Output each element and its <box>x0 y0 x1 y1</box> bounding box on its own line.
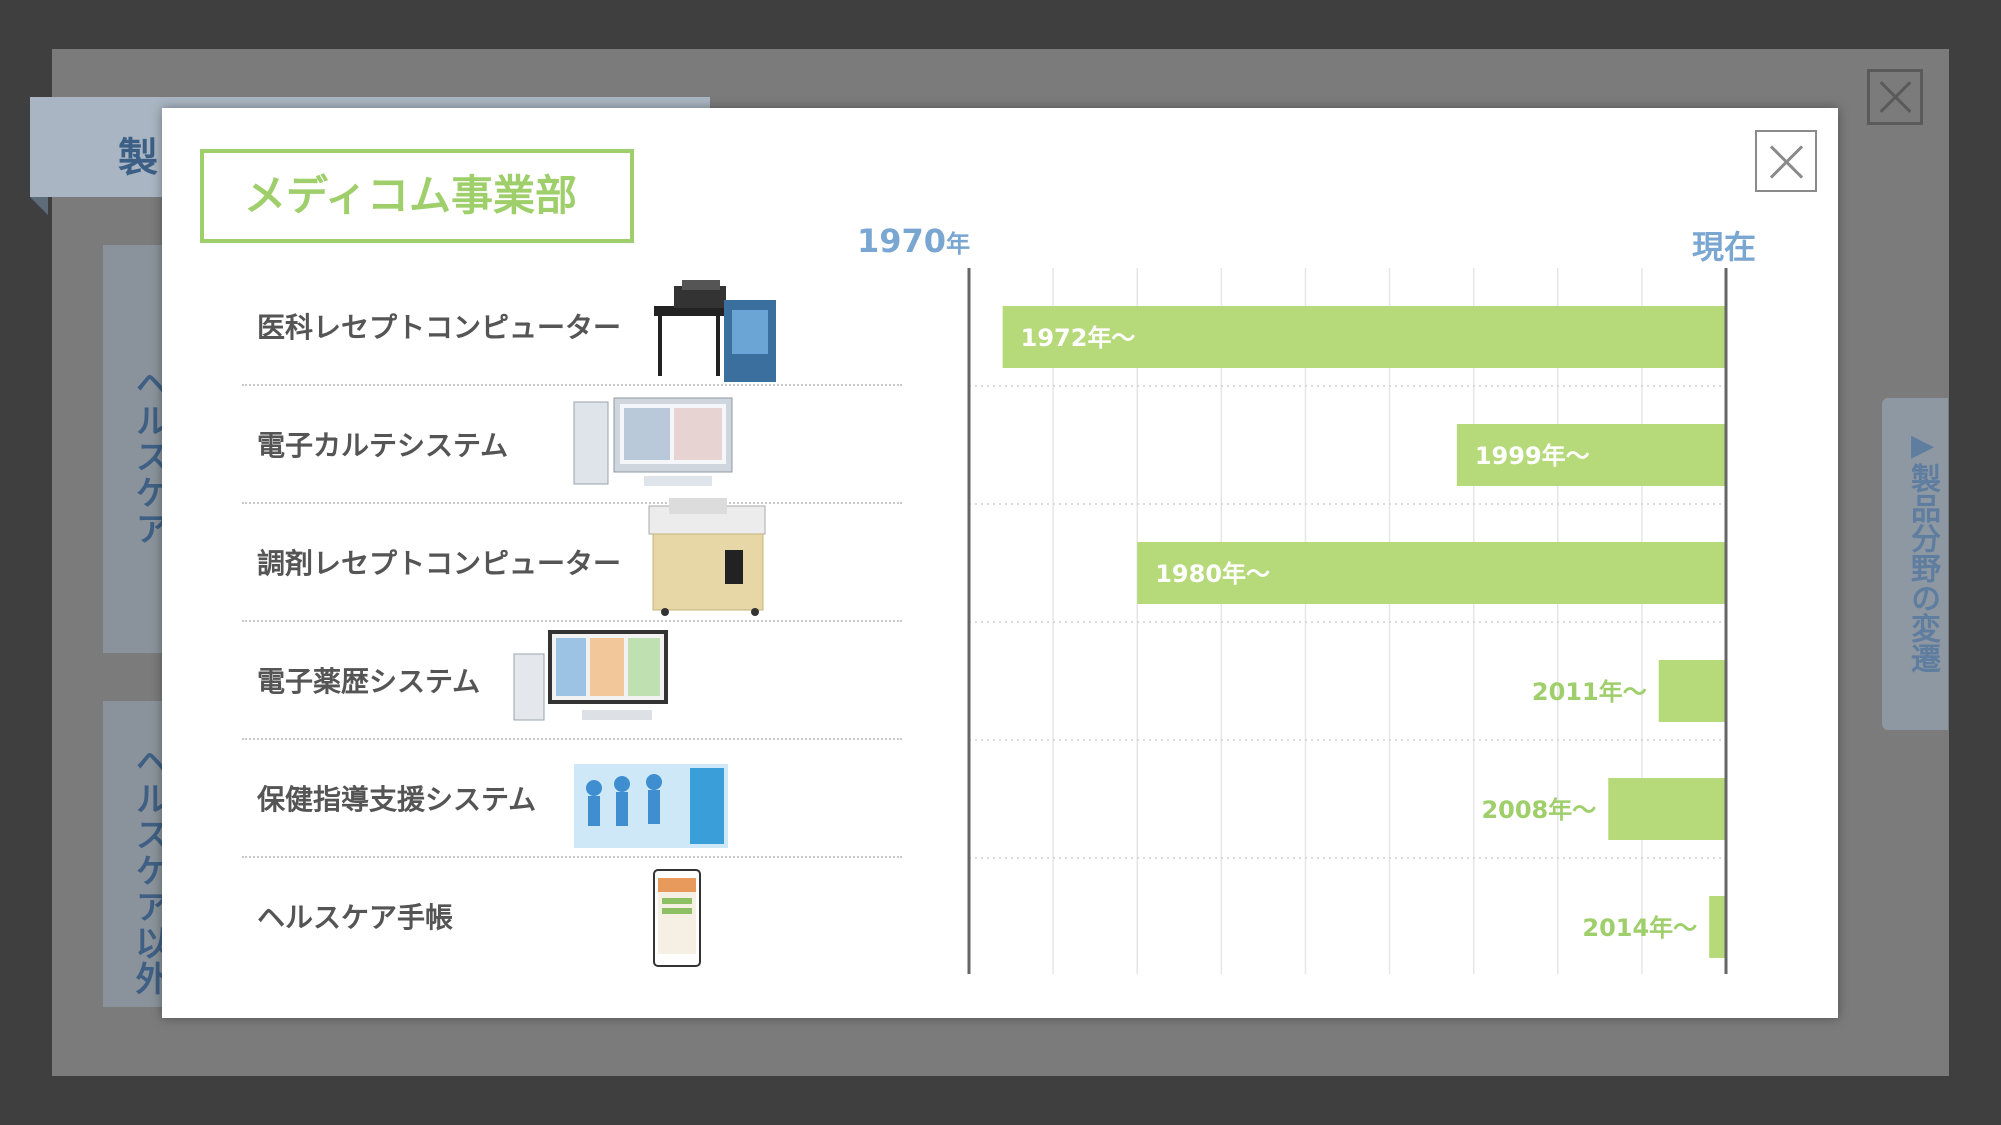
timeline-bar <box>1608 778 1726 840</box>
axis-end-label: 現在 <box>1692 228 1757 266</box>
bar-label: 2008年～ <box>1481 796 1596 824</box>
electronic-chart-pc-image <box>573 397 733 486</box>
timeline-bar <box>1137 542 1726 604</box>
table-row: 調剤レセプトコンピューター <box>242 498 902 622</box>
bar-label: 1972年～ <box>1021 324 1136 352</box>
axis-start-label: 1970年 <box>857 222 970 260</box>
timeline-bar <box>1002 306 1726 368</box>
year-suffix: 年 <box>946 230 971 258</box>
timeline-chart: 1972年～ 1999年～ 1980年～ 2011年～ 2008年～ 2014年～ <box>909 268 1737 974</box>
side-tab-label: ▶製品分野の変遷 <box>1905 428 1940 673</box>
health-guidance-image <box>574 764 728 848</box>
medication-history-pc-image <box>513 630 668 721</box>
timeline-chart-svg: 1972年～ 1999年～ 1980年～ 2011年～ 2008年～ 2014年～ <box>967 268 1728 974</box>
product-label: ヘルスケア手帳 <box>257 901 454 934</box>
timeline-bar <box>1709 896 1726 958</box>
product-label: 医科レセプトコンピューター <box>257 311 622 344</box>
tab-fold-decoration <box>30 197 48 215</box>
close-icon[interactable] <box>1755 130 1817 192</box>
product-label: 調剤レセプトコンピューター <box>257 547 622 580</box>
pharmacy-receipt-computer-image <box>648 498 766 616</box>
side-tab-product-history[interactable]: ▶製品分野の変遷 <box>1882 398 1948 730</box>
bar-label: 1980年～ <box>1155 560 1270 588</box>
timeline-bar <box>1658 660 1726 722</box>
product-label: 保健指導支援システム <box>257 783 537 816</box>
timeline-modal: メディコム事業部 1970年 現在 医科レセプトコンピューター 電子カルテシステ… <box>162 108 1838 1018</box>
table-row: 保健指導支援システム <box>242 740 902 858</box>
background-tab-label: 製 <box>118 135 158 181</box>
background-close-icon[interactable] <box>1867 69 1923 125</box>
table-row: 医科レセプトコンピューター <box>242 268 902 386</box>
modal-title: メディコム事業部 <box>200 149 634 243</box>
smartphone-icon <box>653 869 701 967</box>
bar-label: 2014年～ <box>1582 914 1697 942</box>
product-label: 電子薬歴システム <box>257 665 481 698</box>
bar-label: 2011年～ <box>1532 678 1647 706</box>
table-row: 電子カルテシステム <box>242 386 902 504</box>
table-row: ヘルスケア手帳 <box>242 858 902 976</box>
product-label: 電子カルテシステム <box>257 429 509 462</box>
receipt-computer-image <box>654 280 776 382</box>
bar-label: 1999年～ <box>1475 442 1590 470</box>
axis-start-year: 1970 <box>857 222 947 260</box>
timeline-bar <box>1456 424 1726 486</box>
table-row: 電子薬歴システム <box>242 622 902 740</box>
